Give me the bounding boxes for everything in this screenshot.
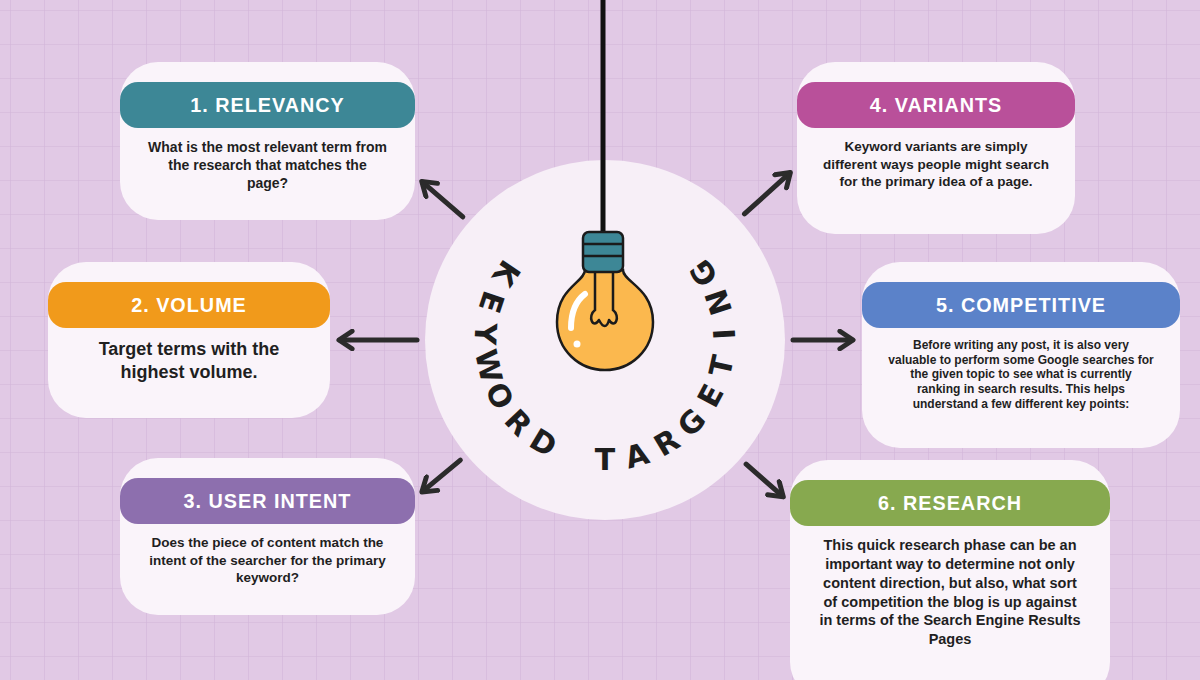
title-letter: N [701,285,737,318]
title-letter: G [685,254,724,291]
title-letter: E [474,287,509,316]
arrow-connector [793,338,852,343]
arrow-connector [744,173,789,214]
arrow-connector [340,338,417,343]
body-text: What is the most relevant term from the … [120,138,415,193]
title-letter: A [622,438,652,473]
heading-pill: 1. RELEVANCY [120,82,415,128]
curved-title: KEYWORD TARGETING [425,160,785,520]
title-letter: D [525,424,562,463]
topic-box: 2. VOLUME Target terms with the highest v… [48,262,330,418]
title-letter: G [673,403,712,442]
body-text: This quick research phase can be an impo… [790,536,1110,649]
arrow-connector [423,460,461,491]
body-text: Before writing any post, it is also very… [862,338,1180,411]
title-letter: K [487,255,525,291]
heading-pill: 6. RESEARCH [790,480,1110,526]
heading-pill: 3. USER INTENT [120,478,415,524]
topic-box: 5. COMPETITIVE Before writing any post, i… [862,262,1180,448]
topic-box: 4. VARIANTS Keyword variants are simply d… [797,62,1075,234]
title-letter: E [693,380,729,412]
title-letter: Y [470,322,501,345]
title-letter: T [595,445,615,475]
title-letter: O [480,378,518,415]
topic-box: 6. RESEARCH This quick research phase can… [790,460,1110,680]
title-letter: R [649,424,684,462]
title-letter: R [499,404,537,441]
topic-box: 3. USER INTENT Does the piece of content … [120,458,415,615]
heading-pill: 5. COMPETITIVE [862,282,1180,328]
body-text: Keyword variants are simply different wa… [797,138,1075,191]
heading-pill: 2. VOLUME [48,282,330,328]
arrow-connector [423,182,463,217]
heading-pill: 4. VARIANTS [797,82,1075,128]
center-circle: KEYWORD TARGETING [425,160,785,520]
arrow-connector [746,464,782,496]
title-letter: I [710,327,741,340]
topic-box: 1. RELEVANCY What is the most relevant te… [120,62,415,220]
title-letter [564,440,582,472]
body-text: Target terms with the highest volume. [48,338,330,385]
body-text: Does the piece of content match the inte… [120,534,415,587]
title-letter: T [705,353,739,379]
